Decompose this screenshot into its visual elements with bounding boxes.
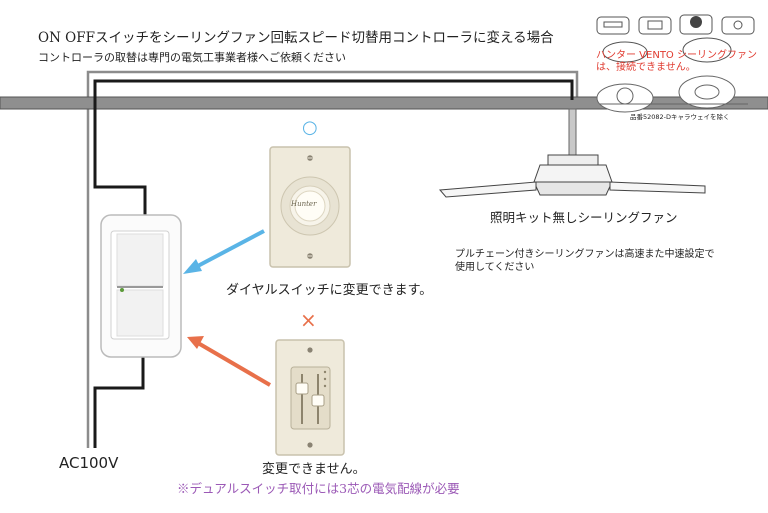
black-wire-top [93,79,574,215]
onoff-switch [100,214,182,358]
pullchain-note: プルチェーン付きシーリングファンは高速また中速設定で 使用してください [455,248,715,274]
dial-switch [269,146,351,268]
grey-wire [86,70,579,448]
ng-mark: × [300,308,317,332]
hunter-note-line1: ハンター VENTO シーリングファン [596,50,757,61]
dual-switch-label: 変更できません。 [262,462,366,477]
ok-mark: ○ [302,117,318,138]
hunter-part-note: 品番52082-Dキャラウェイを除く [630,113,730,121]
pullchain-note-line2: 使用してください [455,262,535,273]
dial-brand-text: Hunter [291,200,317,208]
fan-blade-left [438,181,537,198]
fan-thumbnails [596,14,755,113]
fan-blade-right [609,181,706,194]
fan-motor [533,154,613,196]
power-label: AC100V [59,454,119,472]
dual-switch [275,339,345,456]
dial-switch-label: ダイヤルスイッチに変更できます。 [226,283,433,298]
pullchain-note-line1: プルチェーン付きシーリングファンは高速また中速設定で [455,249,715,260]
page-subtitle: コントローラの取替は専門の電気工事業者様へご依頼ください [38,51,346,64]
ok-arrow [183,229,265,274]
page-title: ON OFFスイッチをシーリングファン回転スピード切替用コントローラに変える場合 [38,30,554,46]
black-wire-bottom [93,357,145,448]
fan-label: 照明キット無しシーリングファン [490,210,678,225]
ng-arrow [187,336,272,387]
dual-switch-warning: ※デュアルスイッチ取付には3芯の電気配線が必要 [177,481,460,496]
fan-downrod [568,108,577,158]
hunter-note: ハンター VENTO シーリングファン は、接続できません。 [596,50,757,74]
ceiling-beam [0,96,768,110]
hunter-note-line2: は、接続できません。 [596,62,696,73]
